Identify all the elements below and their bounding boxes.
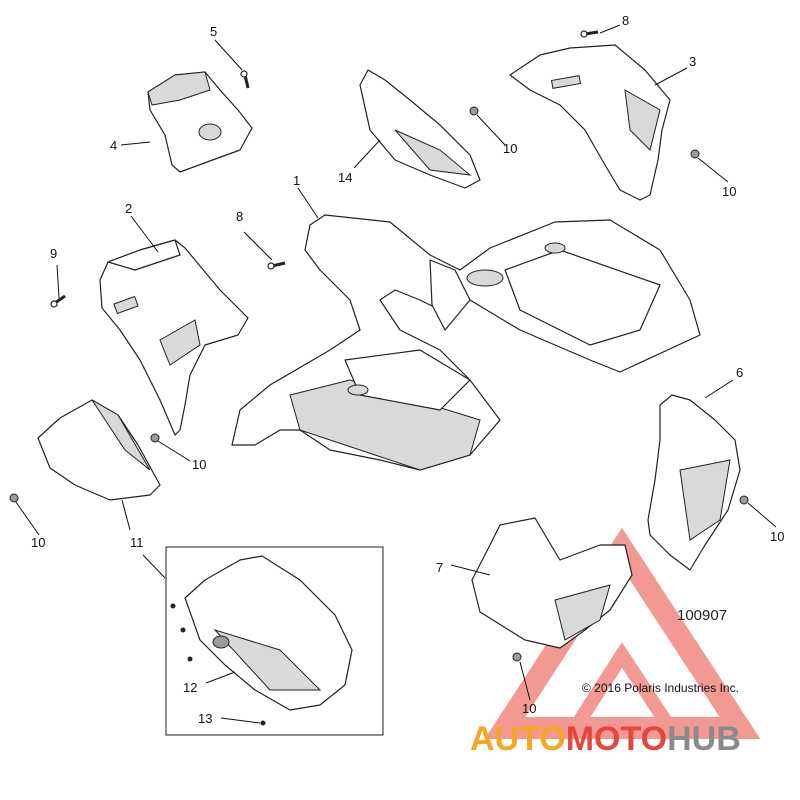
callout-5: 5 (210, 24, 217, 39)
clip-icon-10-a (469, 106, 479, 116)
callout-10-b: 10 (722, 184, 736, 199)
screw-icon-12-a (170, 603, 176, 609)
copyright-notice: © 2016 Polaris Industries Inc. (582, 681, 739, 695)
screw-icon-12-b (180, 627, 186, 633)
part-left-panel-2 (99, 239, 249, 436)
callout-2: 2 (125, 201, 132, 216)
screw-icon-5 (240, 70, 250, 89)
clip-icon-10-f (512, 652, 522, 662)
callout-9: 9 (50, 246, 57, 261)
callout-12: 12 (183, 680, 197, 695)
watermark-text: AUTOMOTOHUB (470, 720, 741, 758)
clip-icon-10-d (9, 493, 19, 503)
part-bracket-14 (359, 69, 481, 189)
callout-14: 14 (338, 170, 352, 185)
screw-icon-9 (50, 294, 66, 308)
callout-8-mid: 8 (236, 209, 243, 224)
callout-3: 3 (689, 54, 696, 69)
callout-10-e: 10 (770, 529, 784, 544)
callout-6: 6 (736, 365, 743, 380)
callout-10-c: 10 (192, 457, 206, 472)
part-small-cover-4 (147, 71, 253, 173)
part-right-upper-panel-3 (509, 44, 671, 201)
clip-icon-10-e (739, 495, 749, 505)
callout-13: 13 (198, 711, 212, 726)
screw-icon-12-c (187, 656, 193, 662)
callout-10-a: 10 (503, 141, 517, 156)
part-front-shield-11 (37, 399, 161, 501)
callout-10-d: 10 (31, 535, 45, 550)
kit-box (165, 546, 384, 736)
callout-11: 11 (130, 535, 144, 550)
screw-icon-8-mid (267, 261, 286, 270)
callout-7: 7 (436, 560, 443, 575)
callout-8-top: 8 (622, 13, 629, 28)
leader-lines (15, 24, 777, 724)
part-front-cab-1 (231, 214, 701, 471)
part-lower-right-panel-7 (471, 517, 633, 649)
watermark-part-2: MOTO (566, 720, 667, 758)
part-right-panel-6 (647, 394, 741, 571)
clip-icon-10-c (150, 433, 160, 443)
fasteners (9, 30, 749, 726)
callout-labels: 1 2 3 4 5 6 7 8 8 9 10 10 10 10 10 10 11… (31, 13, 784, 726)
clip-icon-10-b (690, 149, 700, 159)
watermark-part-3: HUB (667, 720, 741, 758)
callout-1: 1 (293, 173, 300, 188)
drawing-number: 100907 (677, 607, 727, 624)
screw-icon-8-top (580, 30, 599, 38)
callout-4: 4 (110, 138, 117, 153)
callout-10-f: 10 (522, 701, 536, 716)
watermark-part-1: AUTO (470, 720, 566, 758)
screw-icon-13 (260, 720, 266, 726)
